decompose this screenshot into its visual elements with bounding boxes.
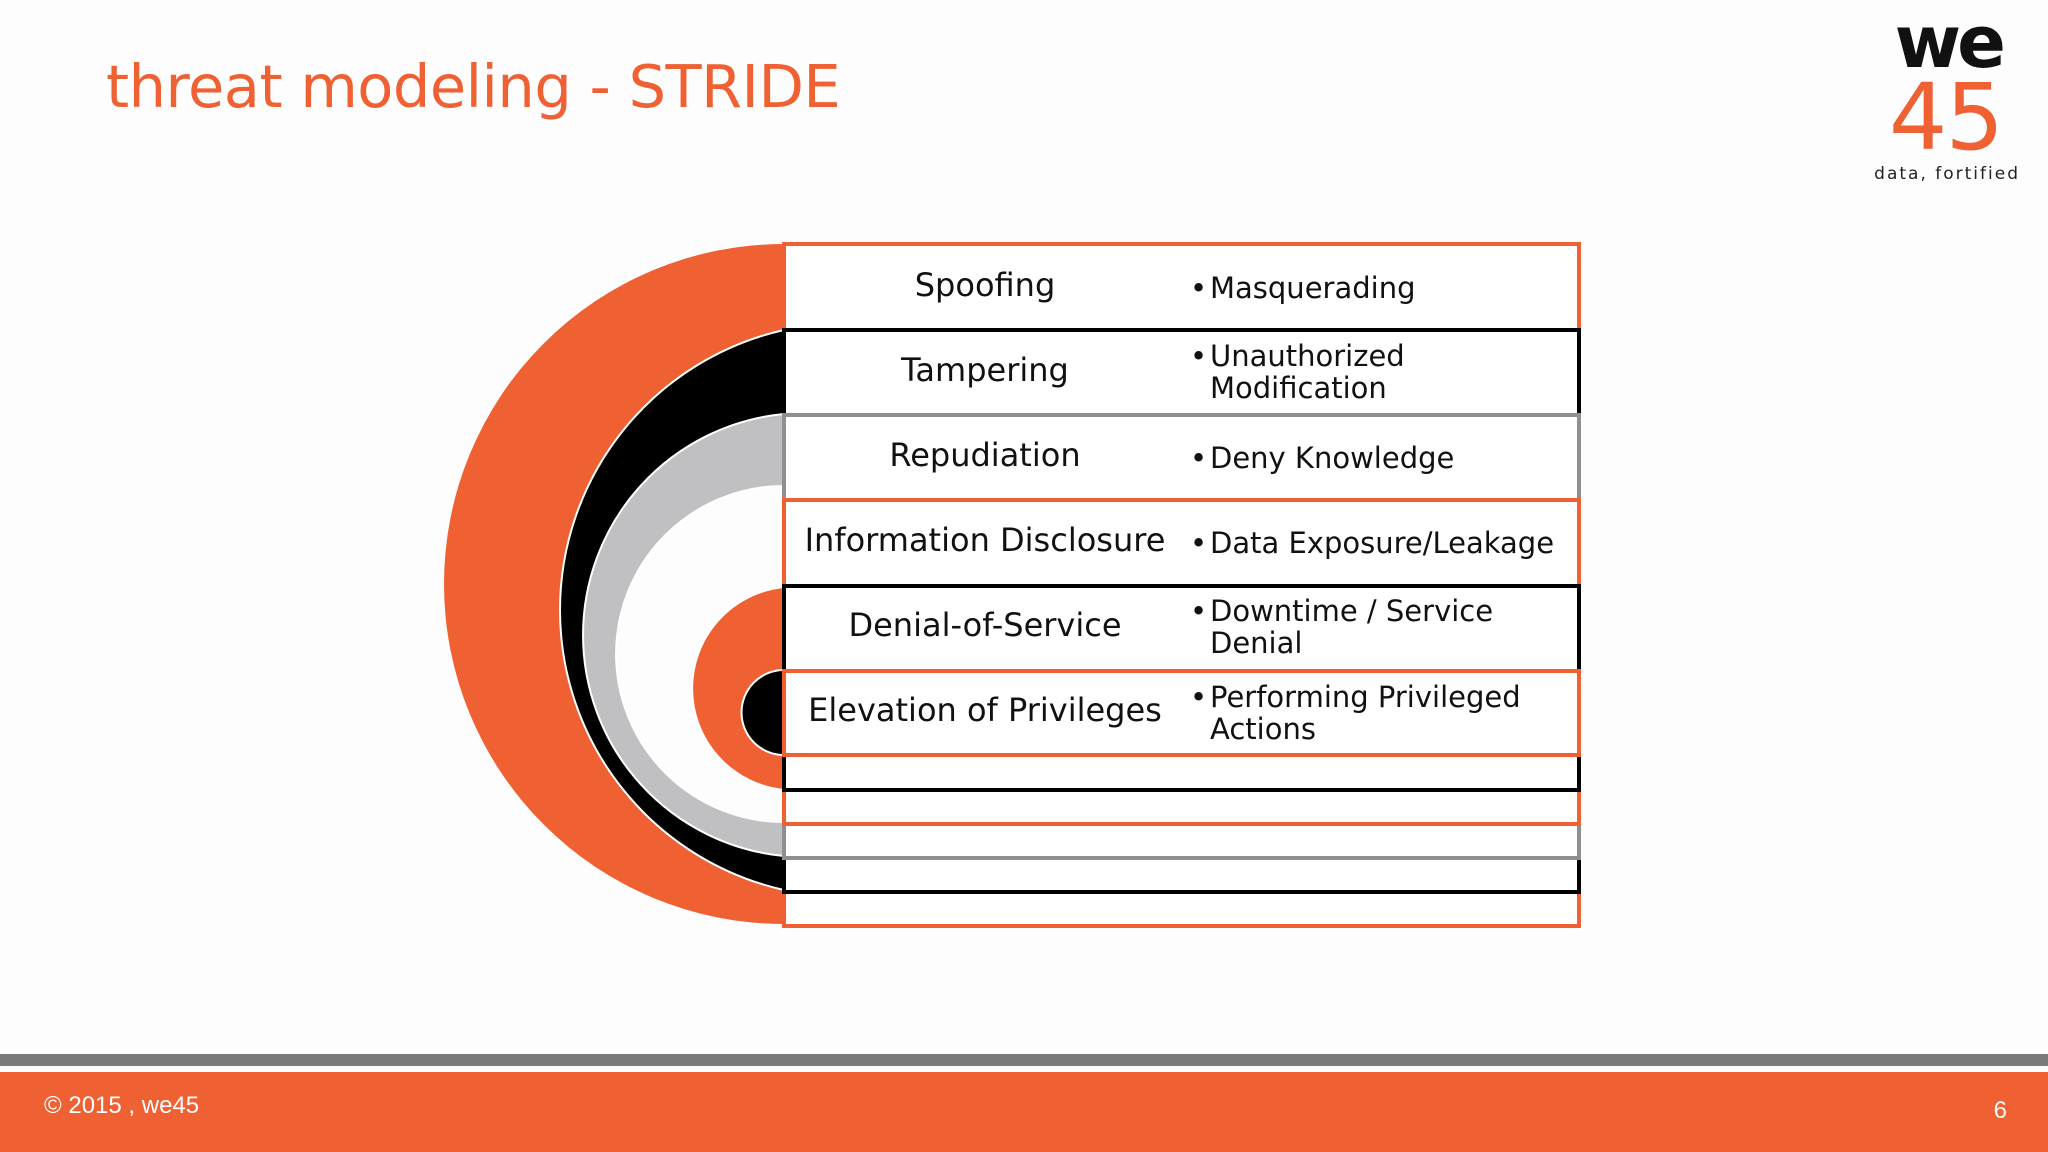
row-label-spoofing: Spoofing [914,266,1056,304]
row-desc-text: Unauthorized Modification [1210,339,1405,405]
page-number: 6 [1993,1097,2007,1124]
row-label-tampering: Tampering [901,351,1069,389]
slide-title: threat modeling - STRIDE [106,52,841,121]
footer-divider [0,1054,2048,1066]
box-elevation-frame [782,669,1581,757]
row-desc-text: Data Exposure/Leakage [1210,526,1555,560]
row-desc-repudiation: • Deny Knowledge [1190,442,1580,474]
logo-tagline: data, fortified [1874,164,2020,184]
bullet: • [1190,441,1208,475]
row-desc-text: Downtime / Service Denial [1210,594,1494,660]
bullet: • [1190,271,1208,305]
bullet: • [1190,680,1208,714]
row-desc-text: Performing Privileged Actions [1210,680,1521,746]
row-desc-elevation-of-privileges: • Performing Privileged Actions [1190,681,1580,745]
row-desc-text: Masquerading [1210,271,1416,305]
bullet: • [1190,339,1208,373]
footer-bar [0,1072,2048,1152]
row-label-elevation-of-privileges: Elevation of Privileges [808,691,1162,729]
row-desc-tampering: • Unauthorized Modification [1190,340,1580,404]
row-desc-information-disclosure: • Data Exposure/Leakage [1190,527,1580,559]
row-desc-denial-of-service: • Downtime / Service Denial [1190,595,1580,659]
row-label-information-disclosure: Information Disclosure [804,521,1166,559]
ring-elevation [740,668,785,757]
row-desc-spoofing: • Masquerading [1190,272,1580,304]
copyright-text: © 2015 , we45 [44,1092,200,1119]
bullet: • [1190,594,1208,628]
bullet: • [1190,526,1208,560]
logo-we: we [1894,0,2006,84]
row-desc-text: Deny Knowledge [1210,441,1455,475]
we45-logo: we 45 data, fortified [1860,0,2020,184]
logo-45: 45 [1888,64,2004,171]
row-label-repudiation: Repudiation [889,436,1081,474]
row-label-denial-of-service: Denial-of-Service [848,606,1122,644]
